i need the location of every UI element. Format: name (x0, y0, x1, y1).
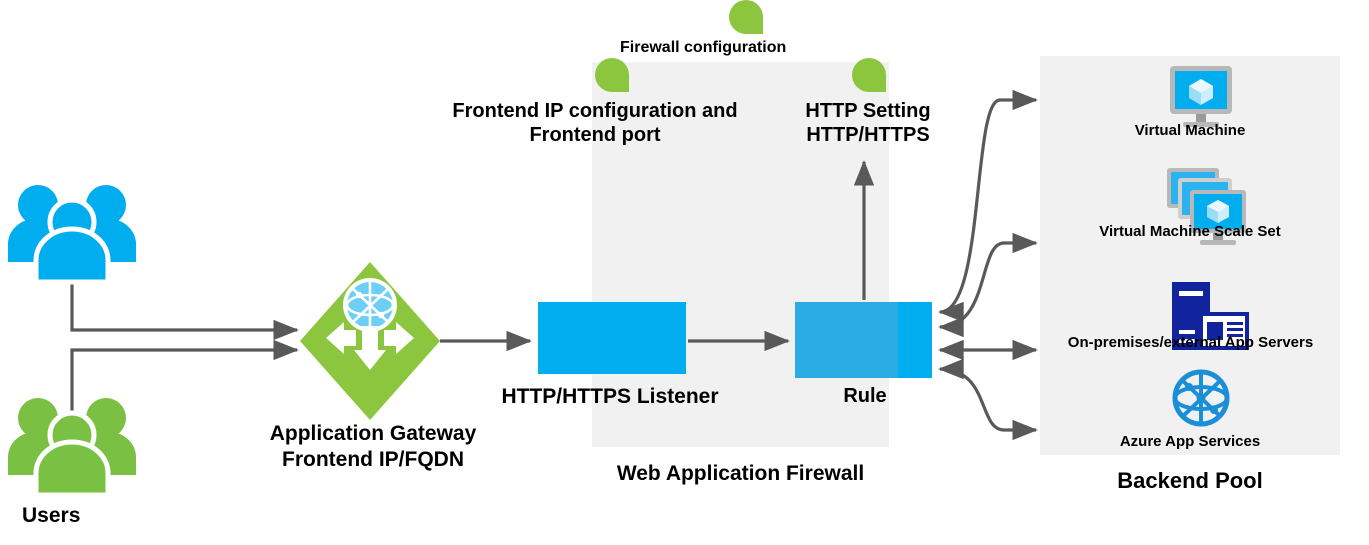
backend-pool-label: Backend Pool (1117, 468, 1263, 493)
virtual-machine-icon (1170, 66, 1232, 127)
http-https-listener-label: HTTP/HTTPS Listener (501, 385, 719, 408)
connector-rule-to-vm-scale-set (938, 232, 1038, 338)
http-setting-label: HTTP Setting HTTP/HTTPS (778, 99, 958, 148)
firewall-configuration-label: Firewall configuration (620, 39, 787, 56)
backend-item-virtual-machine-scale-set[interactable]: Virtual Machine Scale Set (1060, 163, 1320, 240)
frontend-configuration-label-line1: Frontend IP configuration and (452, 100, 738, 122)
application-gateway-icon (300, 262, 440, 420)
connector-users-bottom-to-gateway (70, 339, 299, 430)
backend-item-label: Virtual Machine Scale Set (1099, 223, 1281, 240)
map-pin-icon-http-setting (852, 58, 886, 92)
backend-item-label: On-premises/external App Servers (1067, 334, 1314, 351)
server-tower-icon-slot (1048, 276, 1333, 334)
http-https-listener-box[interactable] (538, 302, 686, 374)
backend-item-label: Virtual Machine (1134, 122, 1246, 139)
users-label: Users (22, 504, 81, 527)
application-gateway-label-line1: Application Gateway (269, 422, 477, 445)
frontend-configuration-label-line2: Frontend port (529, 124, 661, 147)
virtual-machine-icon-slot (1060, 62, 1320, 122)
application-gateway-label: Application Gateway Frontend IP/FQDN (243, 421, 503, 472)
application-gateway-label-line2: Frontend IP/FQDN (282, 447, 464, 471)
virtual-machine-scale-set-icon (1167, 168, 1246, 245)
http-setting-label-line2: HTTP/HTTPS (806, 124, 930, 147)
backend-item-virtual-machine[interactable]: Virtual Machine (1060, 62, 1320, 139)
rule-box[interactable] (795, 302, 932, 378)
web-application-firewall-panel (592, 62, 889, 447)
backend-item-label: Azure App Services (1119, 433, 1261, 450)
connector-rule-to-app-services (938, 358, 1038, 441)
virtual-machine-scale-set-icon-slot (1060, 163, 1320, 223)
rule-label: Rule (843, 385, 887, 407)
http-setting-label-line1: HTTP Setting (805, 100, 931, 122)
map-pin-icon-frontend-configuration (595, 58, 629, 92)
map-pin-icon-firewall-configuration (729, 0, 763, 34)
web-application-firewall-label: Web Application Firewall (616, 462, 865, 485)
frontend-configuration-label: Frontend IP configuration and Frontend p… (420, 99, 770, 148)
backend-item-on-premises-app-servers[interactable]: On-premises/external App Servers (1048, 276, 1333, 351)
users-group-bottom-icon (8, 398, 136, 498)
backend-item-azure-app-services[interactable]: Azure App Services (1060, 373, 1320, 450)
server-tower-icon (1172, 282, 1249, 350)
app-services-globe-icon-slot (1060, 373, 1320, 433)
app-services-globe-icon (1172, 369, 1230, 427)
users-group-top-icon (8, 185, 136, 285)
rule-box-accent (898, 302, 932, 378)
